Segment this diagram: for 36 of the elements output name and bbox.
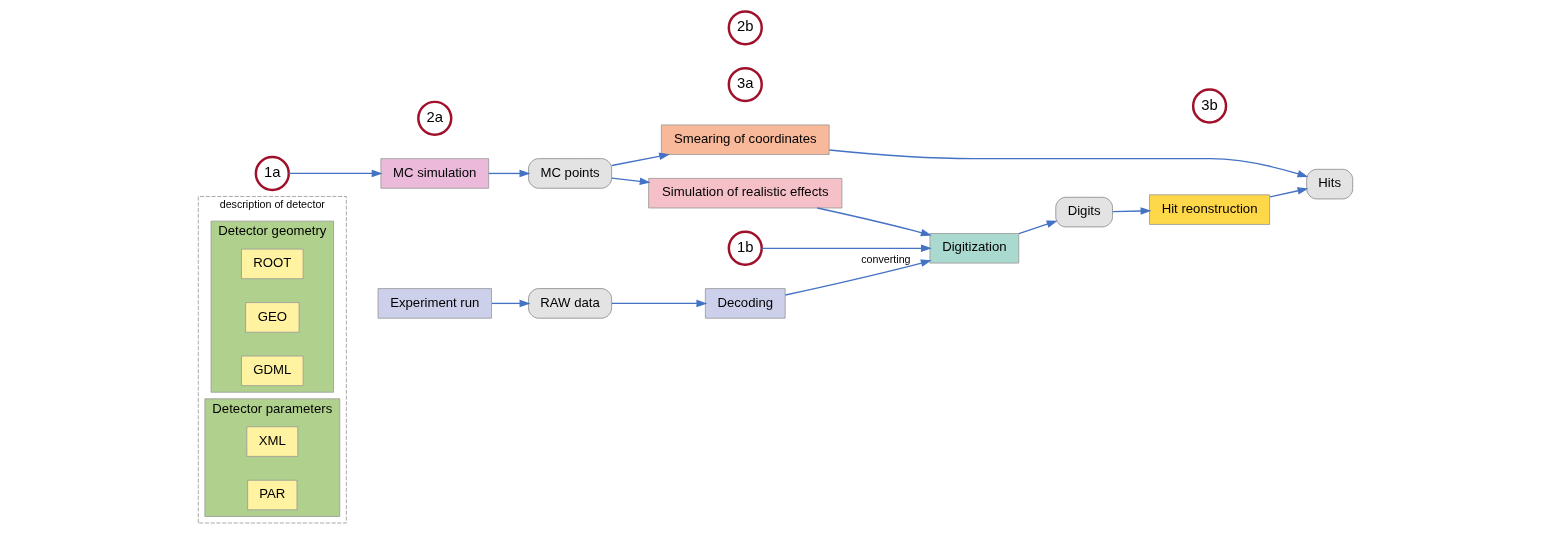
node-box: MC points xyxy=(528,158,612,189)
node-circle: 1b xyxy=(727,230,763,266)
arrow xyxy=(611,152,671,167)
node-box: Digits xyxy=(1055,196,1113,228)
node-box: MC simulation xyxy=(380,158,490,189)
arrow xyxy=(288,169,383,178)
node-circle: 3a xyxy=(727,66,763,103)
arrow xyxy=(491,299,531,308)
node-box: XML xyxy=(246,426,299,457)
node-box: PAR xyxy=(247,479,298,511)
arrow xyxy=(488,169,531,178)
arrow xyxy=(611,299,708,308)
node-box: Hit reonstruction xyxy=(1149,194,1271,225)
node-box: Hits xyxy=(1306,168,1354,200)
node-box: Simulation of realistic effects xyxy=(648,177,843,209)
arrow xyxy=(761,244,932,253)
node-box: Digitization xyxy=(929,233,1020,264)
node-box: GDML xyxy=(241,355,304,387)
arrow xyxy=(828,149,1309,178)
arrow xyxy=(1269,187,1309,198)
node-circle: 1a xyxy=(254,155,290,192)
edge-label: converting xyxy=(861,252,911,265)
node-box: Experiment run xyxy=(377,288,492,319)
node-circle: 2b xyxy=(727,10,763,46)
arrow xyxy=(816,207,932,237)
node-box: Decoding xyxy=(704,288,786,319)
node-box: GEO xyxy=(245,302,300,333)
node-box: ROOT xyxy=(241,248,304,280)
arrow xyxy=(611,177,651,186)
node-box: RAW data xyxy=(528,288,612,319)
node-circle: 3b xyxy=(1191,88,1228,124)
node-box: Smearing of coordinates xyxy=(660,124,830,155)
arrow xyxy=(1112,207,1152,215)
node-circle: 2a xyxy=(417,100,453,136)
arrow xyxy=(784,259,932,296)
arrow xyxy=(1018,220,1058,235)
